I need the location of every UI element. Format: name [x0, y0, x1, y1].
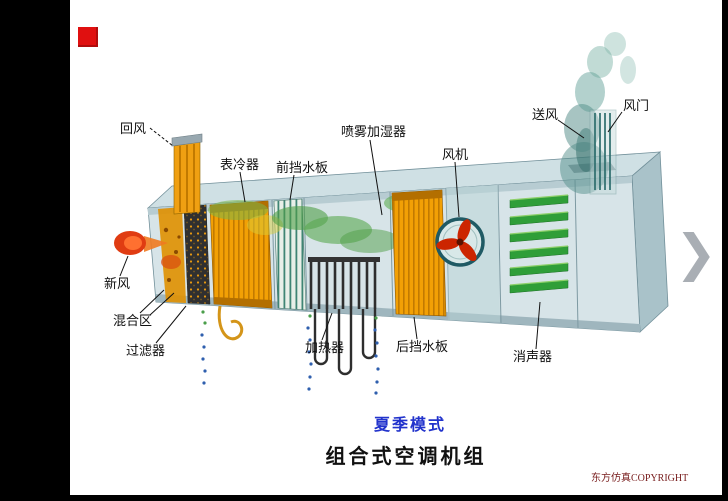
label-front-water-baffle: 前挡水板	[276, 160, 328, 175]
label-fan: 风机	[442, 147, 468, 162]
slide-area: 回风 表冷器 前挡水板 喷雾加湿器 风机 送风 风门 新风 混合区 过滤器 加热…	[70, 0, 722, 495]
mode-caption: 夏季模式	[373, 415, 446, 434]
captions: 夏季模式 组合式空调机组 东方仿真COPYRIGHT	[326, 415, 689, 484]
fan	[435, 217, 485, 267]
labels: 回风 表冷器 前挡水板 喷雾加湿器 风机 送风 风门 新风 混合区 过滤器 加热…	[104, 98, 649, 364]
fresh-air-inlet	[114, 231, 168, 255]
title-caption: 组合式空调机组	[326, 444, 487, 468]
label-silencer: 消声器	[513, 349, 552, 364]
ahu-diagram: 回风 表冷器 前挡水板 喷雾加湿器 风机 送风 风门 新风 混合区 过滤器 加热…	[104, 32, 689, 484]
label-rear-water-baffle: 后挡水板	[396, 339, 448, 354]
leader-lines	[119, 111, 623, 350]
label-return-air: 回风	[120, 121, 146, 136]
return-air-duct	[171, 133, 203, 215]
label-spray-humidifier: 喷雾加湿器	[341, 124, 406, 139]
fan-blades	[436, 219, 477, 262]
heater	[217, 257, 380, 376]
condensate-drips	[200, 310, 380, 395]
rear-water-baffle	[391, 189, 447, 317]
label-fresh-air: 新风	[104, 276, 130, 291]
filter-section	[183, 204, 211, 305]
label-heater: 加热器	[305, 340, 344, 355]
label-supply-air: 送风	[532, 107, 558, 122]
mixing-zone	[158, 207, 186, 303]
label-surface-cooler: 表冷器	[220, 157, 259, 172]
label-filter: 过滤器	[126, 343, 165, 358]
label-mixing-zone: 混合区	[113, 313, 152, 328]
red-marker	[78, 27, 98, 47]
copyright-caption: 东方仿真COPYRIGHT	[591, 471, 688, 484]
damper	[589, 109, 617, 195]
drain-pipe-curl	[217, 305, 244, 341]
silencer	[509, 194, 569, 294]
label-damper: 风门	[623, 98, 649, 113]
next-slide-button[interactable]: ❯	[675, 224, 717, 282]
